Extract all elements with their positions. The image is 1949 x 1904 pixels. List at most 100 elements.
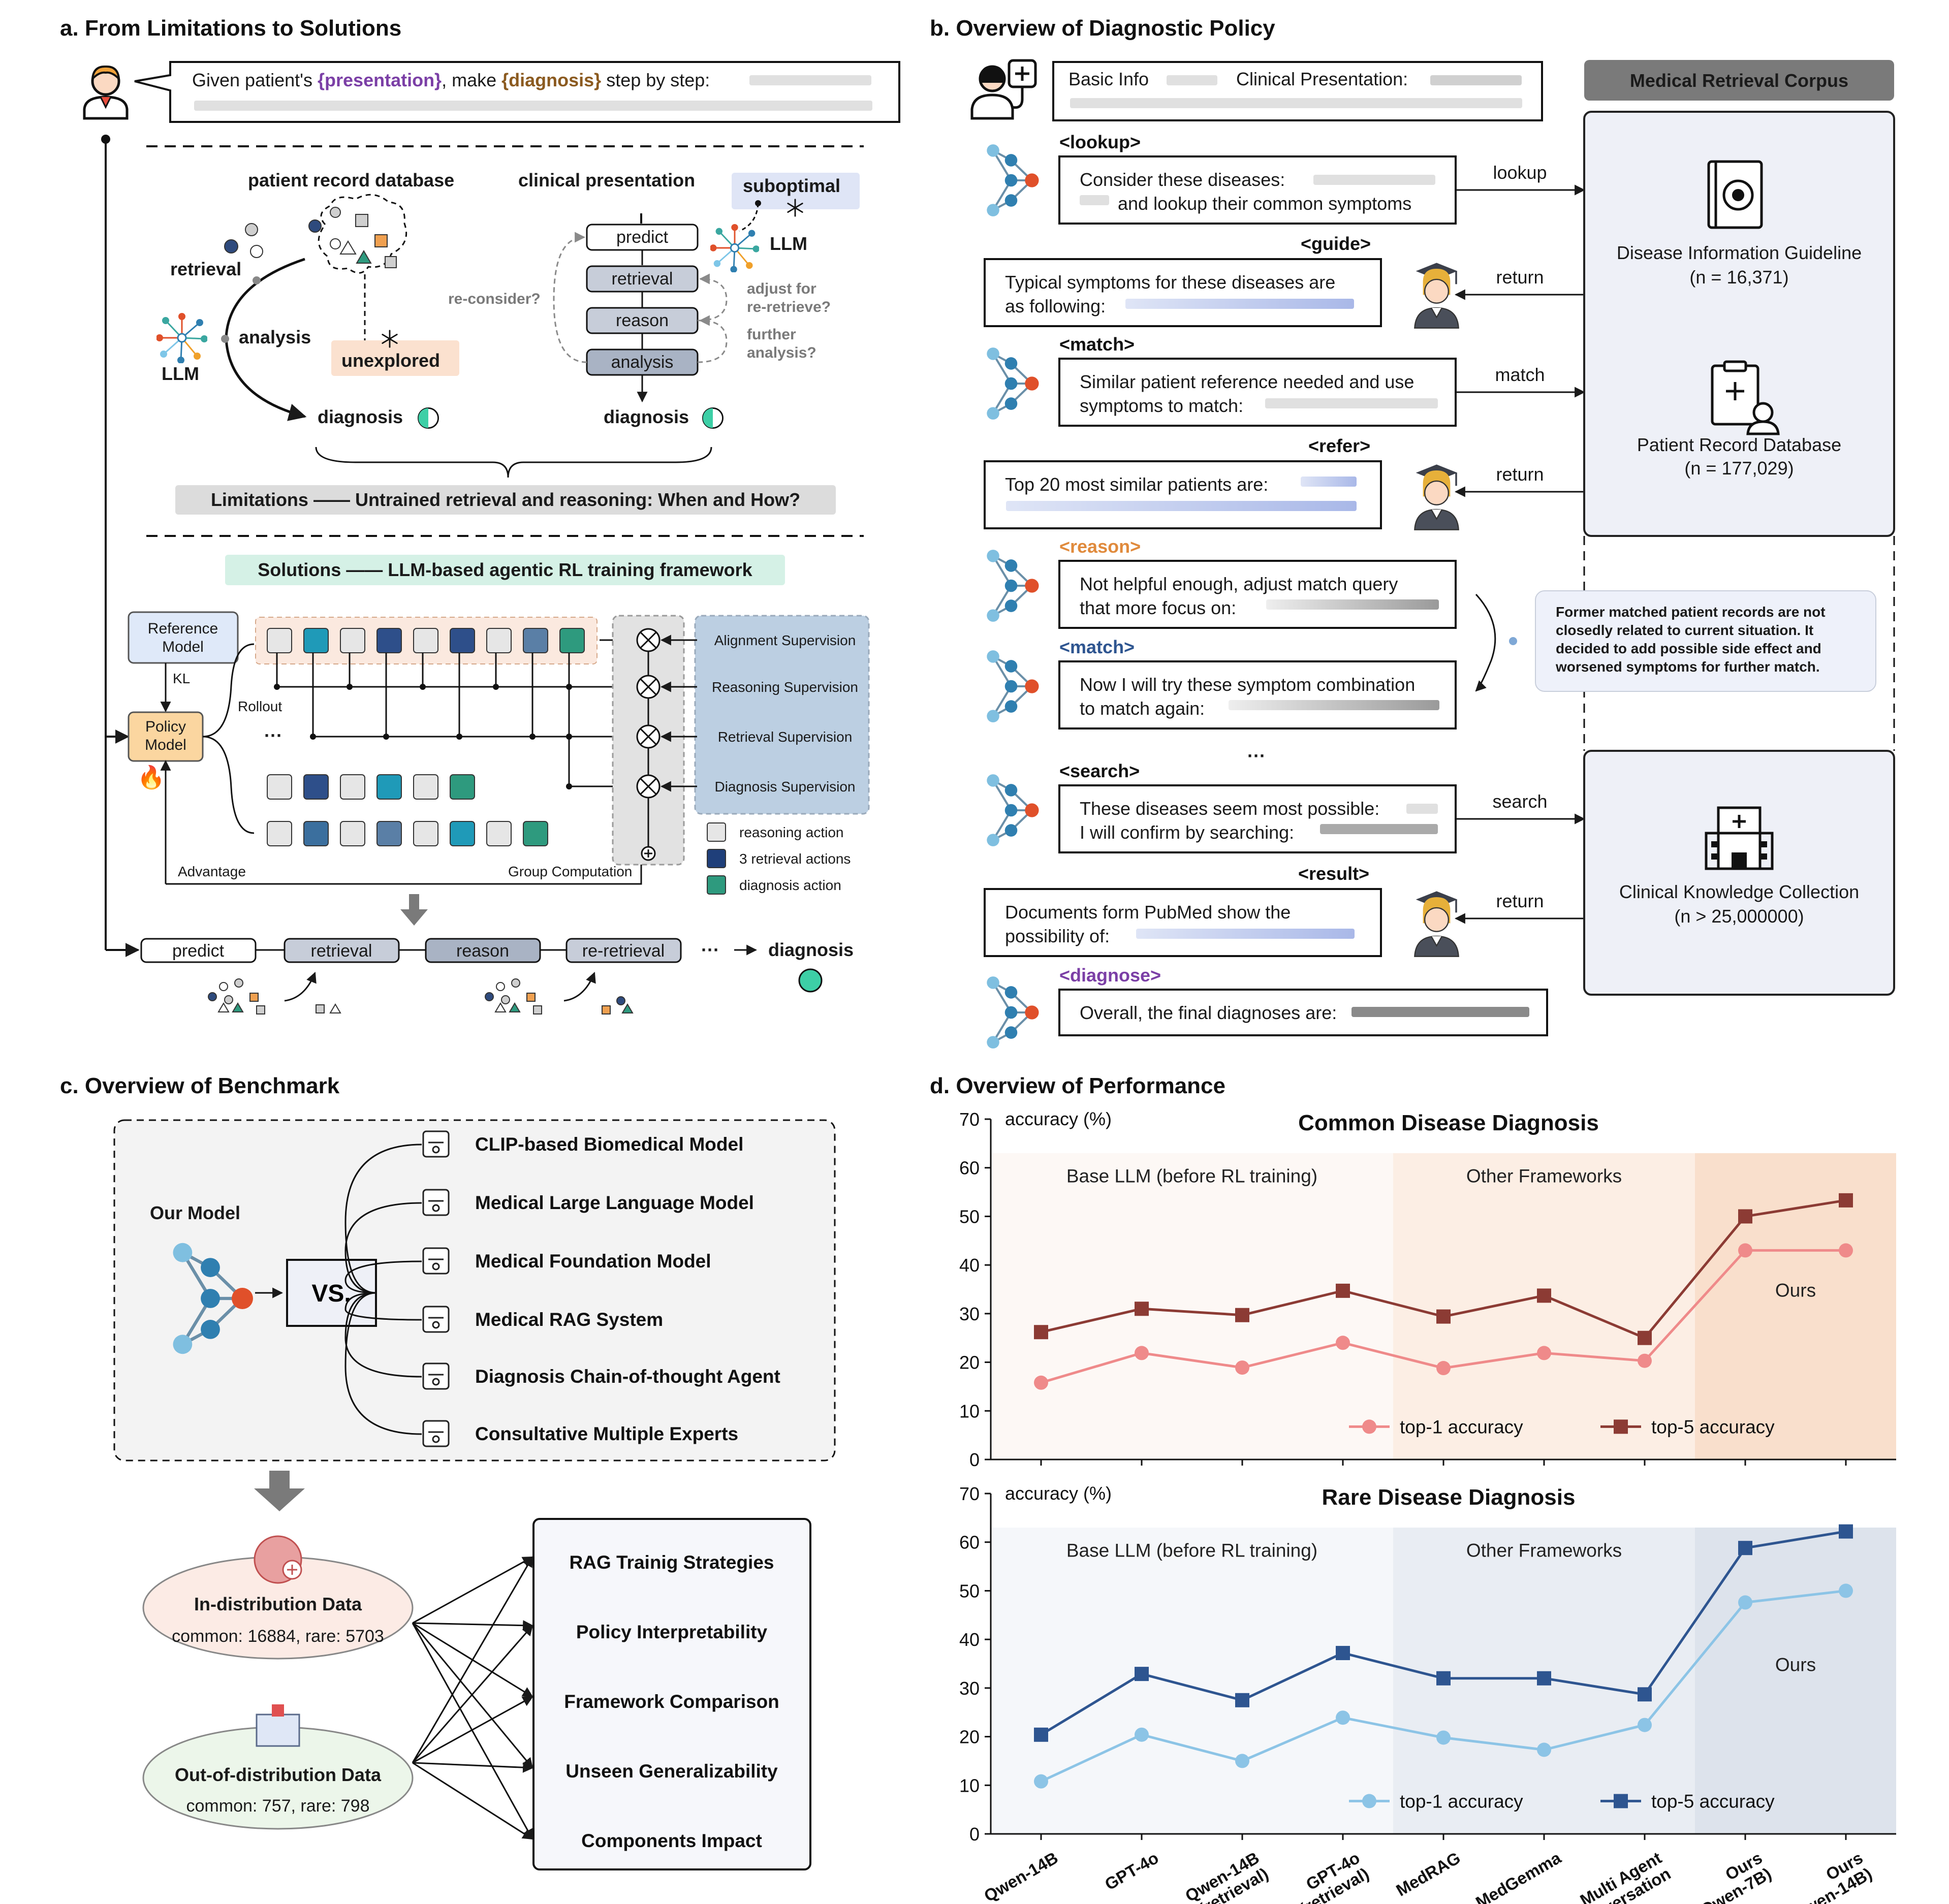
- data-point: [1034, 1375, 1048, 1390]
- step-box: [1058, 358, 1457, 427]
- rollout-row-1: [267, 628, 585, 653]
- step-text: possibility of:: [1005, 926, 1110, 946]
- data-point: [1135, 1346, 1149, 1360]
- svg-text:Model: Model: [162, 639, 204, 655]
- step-box: [984, 258, 1382, 327]
- action-square: [413, 628, 438, 653]
- agent-icon: [987, 144, 1039, 216]
- baseline-icon: [422, 1189, 450, 1216]
- svg-text:analysis: analysis: [611, 353, 674, 372]
- data-point: [1638, 1353, 1652, 1368]
- partial-diagnosis-icon: [418, 407, 439, 429]
- record-clipboard-icon: [1711, 360, 1780, 435]
- fire-icon: 🔥: [137, 765, 165, 790]
- placeholder-bar: [194, 101, 872, 111]
- step-retrieval: retrieval: [586, 265, 699, 293]
- dialog-step: <search>These diseases seem most possibl…: [987, 760, 1586, 853]
- placeholder-bar: [1351, 1007, 1529, 1017]
- region-label: Base LLM (before RL training): [1066, 1540, 1317, 1561]
- reference-model-box: Reference Model: [128, 611, 239, 664]
- data-to-study-arrows: [412, 1556, 534, 1840]
- step-text: Overall, the final diagnoses are:: [1080, 1002, 1337, 1023]
- data-point: [1839, 1524, 1853, 1539]
- y-tick-label: 40: [959, 1255, 980, 1276]
- legend-label: top-5 accuracy: [1651, 1791, 1775, 1812]
- step-tag: <match>: [1059, 334, 1135, 355]
- arrow: [412, 1623, 533, 1840]
- flow-re-retrieval: re-retrieval: [565, 938, 682, 963]
- step-text: as following:: [1005, 296, 1106, 316]
- rollout-label: Rollout: [238, 699, 282, 714]
- data-point: [1436, 1309, 1451, 1324]
- step-tag: <match>: [1059, 637, 1135, 657]
- dialog-step: <lookup>Consider these diseases:and look…: [987, 132, 1586, 225]
- solutions-text: Solutions —— LLM-based agentic RL traini…: [258, 559, 752, 580]
- placeholder-bar: [1136, 929, 1355, 939]
- dialog-step: <diagnose> Overall, the final diagnoses a…: [987, 965, 1548, 1049]
- data-point: [1336, 1283, 1350, 1298]
- region-band: [1393, 1153, 1695, 1459]
- action-square: [303, 774, 329, 800]
- reconsider-label: re-consider?: [448, 291, 541, 307]
- step-text: Consider these diseases:: [1080, 169, 1285, 190]
- svg-text:3 retrieval actions: 3 retrieval actions: [739, 851, 851, 867]
- y-tick-label: 60: [959, 1158, 980, 1179]
- model-vs-box: [113, 1119, 836, 1462]
- placeholder-bar: [1229, 700, 1439, 710]
- llm-icon: [710, 224, 759, 272]
- svg-text:Reference: Reference: [148, 620, 218, 637]
- step-text: that more focus on:: [1080, 597, 1236, 618]
- panel-b-title: b. Overview of Diagnostic Policy: [930, 16, 1275, 41]
- x-tick-label: Ours(Qwen-14B): [1776, 1848, 1875, 1904]
- data-point: [1034, 1774, 1048, 1789]
- placeholder-bar: [1080, 195, 1109, 205]
- svg-text:reason: reason: [616, 311, 669, 330]
- kl-label: KL: [173, 671, 190, 686]
- guideline-book-icon: [1707, 160, 1763, 229]
- data-point: [1135, 1667, 1149, 1681]
- action-square: [267, 628, 292, 653]
- data-point: [1638, 1718, 1652, 1732]
- baseline-icon: [422, 1306, 450, 1333]
- region-band: [1695, 1528, 1896, 1834]
- data-point: [1235, 1693, 1249, 1707]
- diagnosis-supervision: Diagnosis Supervision: [714, 779, 855, 795]
- legend-marker: [1614, 1419, 1628, 1434]
- in-distribution-data: In-distribution Data common: 16884, rare…: [142, 1535, 414, 1660]
- action-square: [450, 628, 475, 653]
- study-label: Policy Interpretability: [576, 1622, 768, 1642]
- patient-record-database-label: patient record database: [248, 170, 454, 191]
- baseline-icon: [422, 1420, 450, 1447]
- arrow-label: return: [1496, 267, 1544, 288]
- action-square: [413, 821, 438, 846]
- svg-text:common: 16884, rare: 5703: common: 16884, rare: 5703: [172, 1627, 384, 1646]
- connector: [344, 1292, 422, 1435]
- suboptimal-label: suboptimal: [743, 175, 840, 196]
- step-text: symptoms to match:: [1080, 395, 1243, 416]
- data-point: [1235, 1754, 1249, 1768]
- panel-b: b. Overview of Diagnostic Policy Basic I…: [930, 16, 1895, 1049]
- svg-text:retrieval: retrieval: [612, 269, 673, 289]
- corpus-bottom-box: [1583, 750, 1895, 996]
- chart-title: Common Disease Diagnosis: [1298, 1110, 1599, 1135]
- step-box: [984, 460, 1382, 529]
- dialog-step: <match>Similar patient reference needed …: [987, 334, 1586, 427]
- db-guideline-count: (n = 16,371): [1689, 267, 1788, 288]
- step-tag: <diagnose>: [1059, 965, 1161, 986]
- connector: [344, 1292, 422, 1321]
- alignment-supervision: Alignment Supervision: [714, 632, 856, 648]
- down-arrow-icon: [254, 1471, 305, 1511]
- svg-text:predict: predict: [172, 941, 225, 961]
- action-square: [376, 774, 402, 800]
- y-tick-label: 10: [959, 1775, 980, 1796]
- region-label: Ours: [1775, 1654, 1816, 1675]
- svg-text:Policy: Policy: [145, 718, 186, 735]
- y-tick-label: 60: [959, 1532, 980, 1553]
- x-tick-label: Qwen-14B: [981, 1848, 1061, 1904]
- data-point: [1336, 1336, 1350, 1350]
- data-point: [1537, 1742, 1551, 1757]
- data-point: [1135, 1727, 1149, 1742]
- step-predict: predict: [586, 224, 699, 251]
- solutions-badge: [225, 555, 785, 585]
- step-text: to match again:: [1080, 698, 1205, 719]
